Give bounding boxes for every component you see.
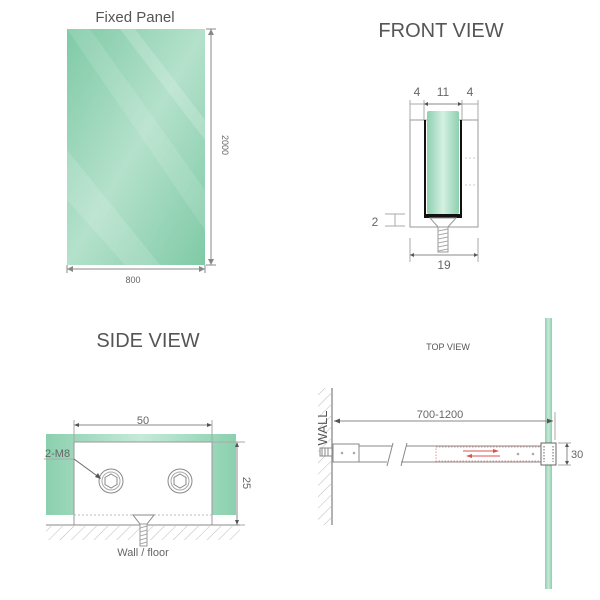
height-dimension-label: 2000 [220,135,230,155]
dim-left: 4 [414,85,421,99]
length-label: 700-1200 [417,409,464,421]
glass-clamp [540,442,557,466]
wall-floor-label: Wall / floor [117,547,169,559]
side-view: SIDE VIEW 50 25 [44,330,252,559]
dim-right: 4 [467,85,474,99]
bolt-head-left [98,468,124,494]
top-view-title: TOP VIEW [426,342,470,352]
glass-reflection [120,29,205,140]
side-height-label: 25 [240,477,252,489]
wall-label: WALL [315,411,330,446]
bolt-head-right [167,468,193,494]
side-view-title: SIDE VIEW [96,330,199,352]
break-mark [386,442,394,467]
front-view-title: FRONT VIEW [378,20,503,42]
side-width-label: 50 [137,415,149,427]
glass-panel [67,29,205,265]
glass-reflection [67,29,205,230]
glass-edge [427,111,459,214]
width-dimension-label: 800 [125,275,140,285]
top-view: TOP VIEW WALL 700-1200 [315,318,583,589]
threaded-stud [437,226,449,253]
fixed-panel-view: Fixed Panel 2000 800 [66,9,230,285]
fixed-panel-title: Fixed Panel [95,9,174,26]
dim-base: 2 [372,215,379,229]
glass-reflection [67,150,160,265]
dim-middle: 11 [437,85,450,99]
wall-mount-block [332,443,360,463]
dim-width: 19 [437,258,451,272]
clamp-height-label: 30 [571,449,583,461]
bolt-label: 2-M8 [45,448,70,460]
wall-thread [319,447,333,457]
front-view: FRONT VIEW 4 11 4 [372,20,504,272]
telescopic-inner-tube [435,446,543,462]
